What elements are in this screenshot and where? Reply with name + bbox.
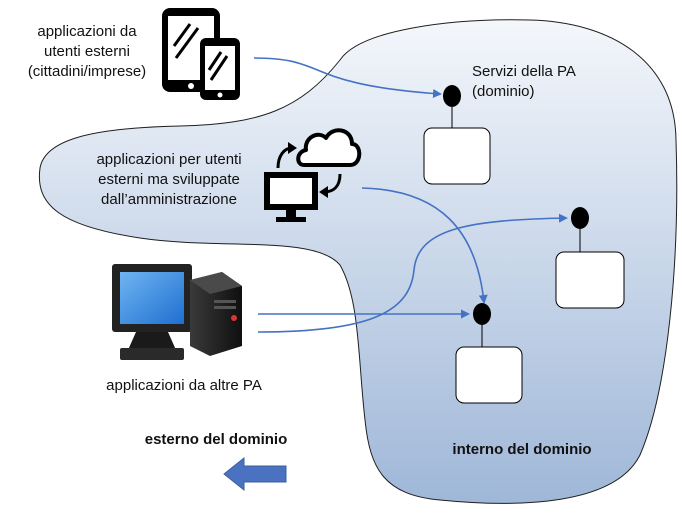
arrow-admin-to-service: [361, 187, 488, 304]
service-top: [423, 85, 491, 185]
service-endpoint: [443, 85, 461, 107]
desktop-computer-icon: [112, 264, 242, 360]
label-other-pa: applicazioni da altre PA: [106, 377, 262, 394]
service-box: [423, 127, 491, 185]
service-box: [455, 346, 523, 404]
label-internal-domain: interno del dominio: [452, 441, 592, 458]
service-endpoint: [571, 207, 589, 229]
label-external-domain: esterno del dominio: [144, 431, 288, 448]
tablet-and-phone-icon: [162, 8, 240, 100]
label-external-users: applicazioni da utenti esterni (cittadin…: [27, 23, 147, 80]
service-bottom: [455, 303, 523, 404]
cloud-sync-monitor-icon: [264, 128, 362, 222]
left-arrow-icon: [223, 456, 287, 492]
service-box: [555, 251, 625, 309]
service-endpoint: [473, 303, 491, 325]
label-admin-apps: applicazioni per utenti esterni ma svilu…: [96, 151, 242, 208]
arrow-pa-to-right-service: [257, 213, 568, 333]
service-right: [555, 207, 625, 309]
arrow-external-to-services: [253, 57, 442, 98]
label-services: Servizi della PA (dominio): [472, 63, 576, 100]
